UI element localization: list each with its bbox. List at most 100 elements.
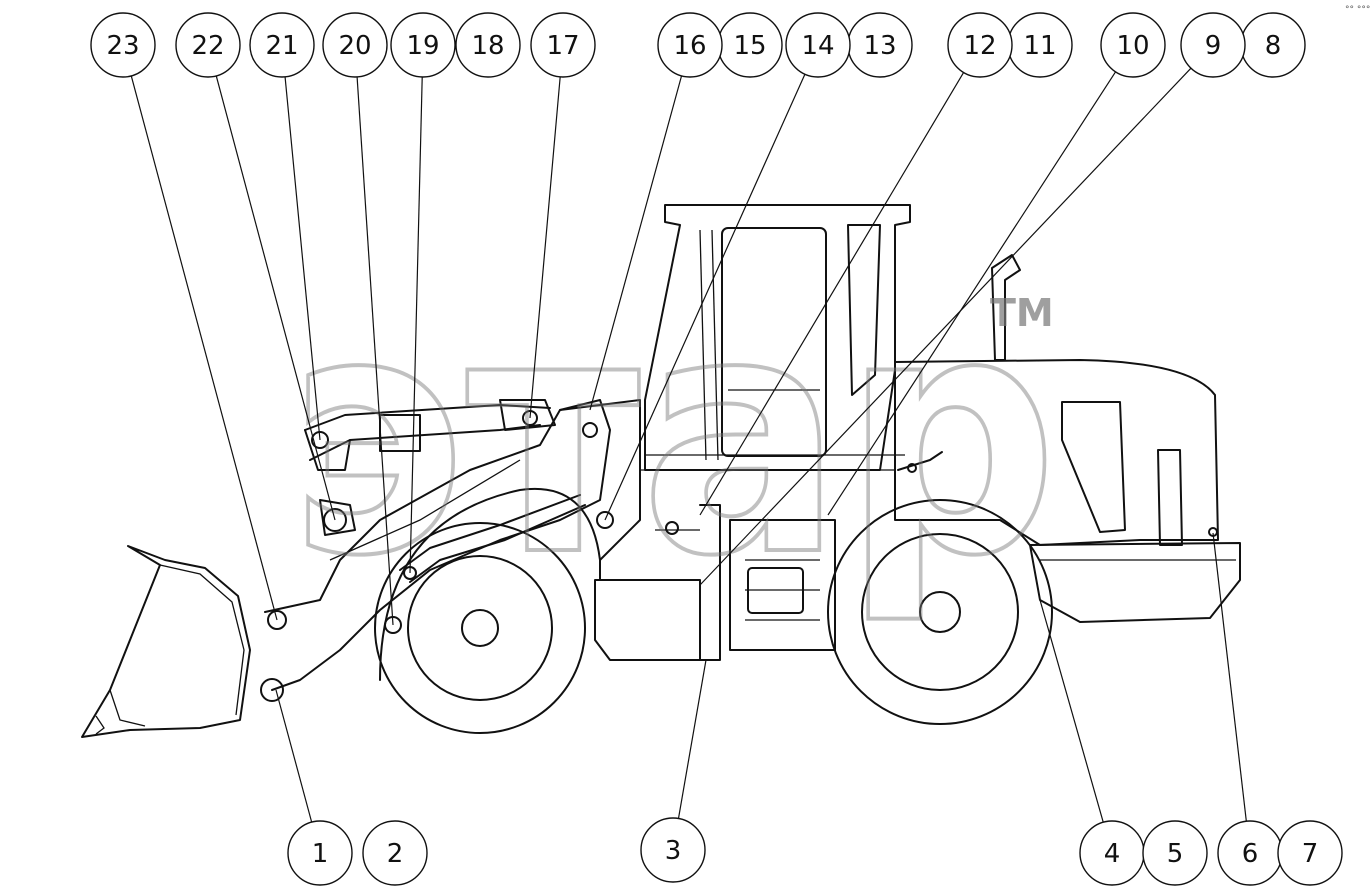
callout-number: 17 [546, 31, 579, 61]
callout-circle [287, 820, 353, 886]
callout-number: 16 [673, 31, 706, 61]
callout-circle [947, 12, 1013, 78]
callout-circle [249, 12, 315, 78]
callout-number: 22 [191, 31, 224, 61]
callout-number: 7 [1302, 839, 1319, 869]
leader-line-6 [1212, 532, 1247, 822]
callout-number: 23 [106, 31, 139, 61]
callout-number: 21 [265, 31, 298, 61]
callout-number: 2 [387, 839, 404, 869]
leader-line-21 [284, 76, 321, 441]
callout-14: 14 [785, 12, 851, 78]
front-wheel [374, 522, 586, 734]
callout-21: 21 [249, 12, 315, 78]
callout-circle [362, 820, 428, 886]
rear-wheel [827, 499, 1053, 725]
tilt-link [304, 404, 551, 431]
hood-side-grille [1061, 401, 1126, 533]
leader-line-14 [604, 73, 806, 521]
callout-2: 2 [362, 820, 428, 886]
leader-lines [130, 67, 1247, 823]
callout-12: 12 [947, 12, 1013, 78]
callout-number: 1 [312, 839, 329, 869]
callout-circle [785, 12, 851, 78]
callout-circle [1277, 820, 1343, 886]
callout-circle [1180, 12, 1246, 78]
leader-line-9 [699, 67, 1192, 586]
bucket [81, 545, 251, 738]
boom-arm [264, 399, 611, 691]
watermark-text: этар [288, 244, 1058, 628]
callout-15: 15 [717, 12, 783, 78]
callout-number: 20 [338, 31, 371, 61]
callout-20: 20 [322, 12, 388, 78]
lift-cylinder [399, 494, 581, 571]
callout-number: 11 [1023, 31, 1056, 61]
callout-5: 5 [1142, 820, 1208, 886]
leader-line-1 [275, 689, 313, 823]
counterweight [1029, 542, 1241, 623]
leader-line-3 [677, 659, 707, 819]
callout-number: 6 [1242, 839, 1259, 869]
callout-number: 4 [1104, 839, 1121, 869]
leader-line-10 [827, 71, 1117, 516]
callout-number: 15 [733, 31, 766, 61]
corner-mark: °° °°° [1345, 5, 1370, 15]
callout-7: 7 [1277, 820, 1343, 886]
callout-number: 18 [471, 31, 504, 61]
callout-6: 6 [1217, 820, 1283, 886]
callout-number: 9 [1205, 31, 1222, 61]
callout-circle [1100, 12, 1166, 78]
callout-3: 3 [640, 817, 706, 883]
leader-line-12 [699, 72, 965, 516]
leader-line-16 [589, 75, 683, 411]
callout-8: 8 [1240, 12, 1306, 78]
callout-4: 4 [1079, 820, 1145, 886]
callout-number: 19 [406, 31, 439, 61]
callout-number: 13 [863, 31, 896, 61]
watermark: этар TM [286, 242, 1060, 630]
wheel-loader-outline [81, 204, 1241, 738]
leader-line-20 [356, 76, 394, 626]
callout-circle [322, 12, 388, 78]
callout-1: 1 [287, 820, 353, 886]
callout-23: 23 [90, 12, 156, 78]
callout-number: 14 [801, 31, 834, 61]
callout-circle [390, 12, 456, 78]
front-frame [559, 399, 641, 581]
callout-11: 11 [1007, 12, 1073, 78]
access-ladder [729, 519, 836, 651]
callout-number: 8 [1265, 31, 1282, 61]
callout-circle [455, 12, 521, 78]
leader-line-22 [215, 75, 336, 521]
leader-line-4 [1039, 599, 1104, 823]
center-frame [594, 579, 701, 661]
callout-circle [1142, 820, 1208, 886]
callout-circle [640, 817, 706, 883]
leader-line-17 [529, 76, 561, 419]
leader-line-19 [409, 76, 423, 574]
callout-10: 10 [1100, 12, 1166, 78]
callout-number: 3 [665, 836, 682, 866]
callout-circle [175, 12, 241, 78]
callout-22: 22 [175, 12, 241, 78]
callout-circle [90, 12, 156, 78]
callout-circle [657, 12, 723, 78]
callout-number: 5 [1167, 839, 1184, 869]
callout-19: 19 [390, 12, 456, 78]
watermark-trademark: TM [990, 291, 1054, 335]
callout-9: 9 [1180, 12, 1246, 78]
callout-number: 10 [1116, 31, 1149, 61]
callout-16: 16 [657, 12, 723, 78]
engine-hood [894, 359, 1219, 546]
callout-13: 13 [847, 12, 913, 78]
callout-number: 12 [963, 31, 996, 61]
callout-circle [530, 12, 596, 78]
callout-17: 17 [530, 12, 596, 78]
leader-line-23 [130, 75, 278, 621]
callout-18: 18 [455, 12, 521, 78]
cab-door-window [721, 227, 827, 457]
